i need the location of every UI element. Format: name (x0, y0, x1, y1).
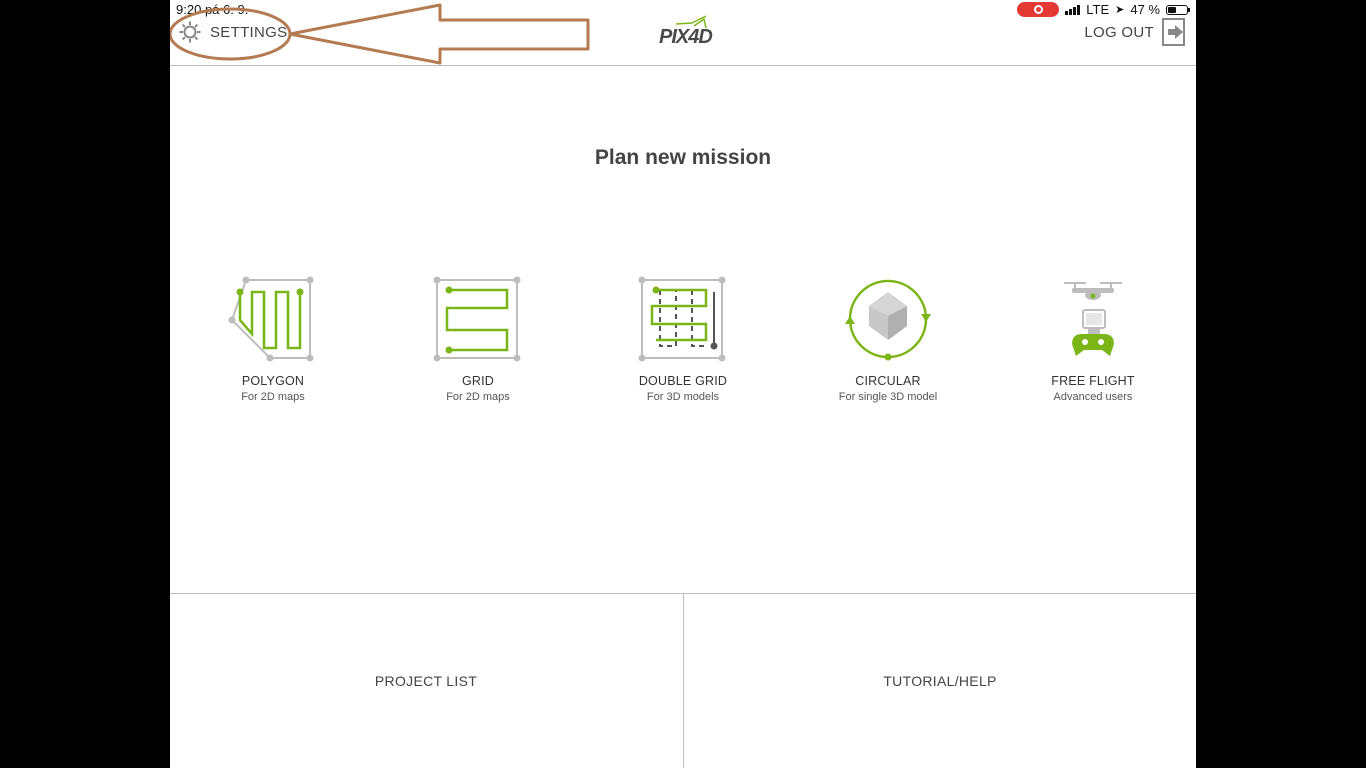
status-time-date: 9:20 pá 6. 9. (176, 2, 248, 17)
grid-icon (433, 276, 521, 362)
logout-icon (1162, 18, 1185, 46)
app-screen: 9:20 pá 6. 9. LTE ➤ 47 % SETTINGS (170, 0, 1196, 768)
status-indicators: LTE ➤ 47 % (1017, 2, 1190, 17)
settings-label: SETTINGS (210, 23, 288, 41)
status-date: pá 6. 9. (204, 2, 249, 17)
mission-name: GRID (461, 374, 495, 388)
screen-recording-icon (1017, 2, 1060, 17)
header-divider (170, 65, 1196, 66)
status-time: 9:20 (176, 2, 202, 17)
mission-name: FREE FLIGHT (1051, 374, 1135, 388)
gear-icon (179, 21, 201, 43)
project-list-label: PROJECT LIST (374, 673, 478, 689)
circular-icon (845, 279, 931, 361)
mission-circular[interactable]: CIRCULAR For single 3D model (808, 272, 968, 403)
footer-vertical-divider (683, 593, 684, 768)
tutorial-help-label: TUTORIAL/HELP (883, 673, 997, 689)
settings-button[interactable]: SETTINGS (178, 20, 287, 44)
mission-list: POLYGON For 2D maps GRID For 2D maps (170, 272, 1196, 412)
mission-subtitle: For 2D maps (241, 391, 305, 403)
logout-button[interactable]: LOG OUT (1084, 18, 1186, 46)
logo-text: PIX4D (659, 26, 713, 48)
pix4d-logo: PIX4D (656, 14, 713, 50)
project-list-button[interactable]: PROJECT LIST (170, 594, 682, 768)
mission-polygon[interactable]: POLYGON For 2D maps (193, 272, 353, 403)
tutorial-help-button[interactable]: TUTORIAL/HELP (684, 594, 1196, 768)
mission-subtitle: For 2D maps (446, 391, 510, 403)
mission-name: CIRCULAR (855, 374, 921, 388)
mission-subtitle: Advanced users (1053, 391, 1133, 403)
free-flight-icon (1064, 282, 1122, 356)
battery-percent: 47 % (1130, 2, 1160, 17)
battery-icon (1166, 4, 1190, 15)
mission-name: DOUBLE GRID (638, 374, 728, 388)
page-title: Plan new mission (594, 146, 772, 169)
logout-label: LOG OUT (1084, 23, 1154, 41)
mission-double-grid[interactable]: DOUBLE GRID For 3D models (603, 272, 763, 403)
mission-subtitle: For 3D models (646, 391, 720, 403)
double-grid-icon (638, 276, 726, 362)
mission-subtitle: For single 3D model (838, 391, 938, 403)
polygon-icon (228, 276, 314, 362)
network-type: LTE (1086, 2, 1110, 17)
mission-grid[interactable]: GRID For 2D maps (398, 272, 558, 403)
location-icon: ➤ (1115, 4, 1125, 16)
mission-free-flight[interactable]: FREE FLIGHT Advanced users (1013, 272, 1173, 403)
signal-icon (1065, 4, 1081, 15)
mission-name: POLYGON (241, 374, 305, 388)
